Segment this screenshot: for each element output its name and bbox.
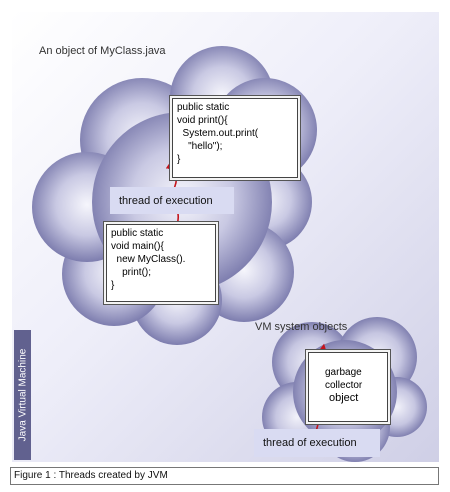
code-line: } [111, 280, 115, 291]
code-line: "hello"); [177, 141, 223, 152]
code-line: void main(){ [111, 241, 164, 252]
code-line: public static [177, 102, 230, 113]
thread-of-execution-label-1: thread of execution [110, 187, 234, 214]
code-line: print(); [111, 267, 152, 278]
code-line: void print(){ [177, 115, 228, 126]
vm-system-objects-label: VM system objects [255, 321, 348, 333]
jvm-diagram-panel: An object of MyClass.java VM system obje… [12, 12, 439, 462]
thread-of-execution-label-2: thread of execution [254, 429, 380, 457]
print-method-code: public static void print(){ System.out.p… [172, 98, 298, 178]
code-line: new MyClass(). [111, 254, 186, 265]
code-line: System.out.print( [177, 128, 259, 139]
gc-line: garbage [325, 367, 362, 378]
main-method-code: public static void main(){ new MyClass()… [106, 224, 216, 302]
garbage-collector-box: garbage collector object [308, 352, 388, 422]
code-line: public static [111, 228, 164, 239]
gc-line: collector [325, 380, 363, 391]
jvm-label-text: Java Virtual Machine [17, 348, 28, 442]
object-label: An object of MyClass.java [39, 45, 166, 57]
figure-caption: Figure 1 : Threads created by JVM [10, 467, 439, 485]
java-virtual-machine-bar: Java Virtual Machine [14, 330, 31, 460]
gc-line: object [329, 392, 359, 404]
code-line: } [177, 154, 181, 165]
